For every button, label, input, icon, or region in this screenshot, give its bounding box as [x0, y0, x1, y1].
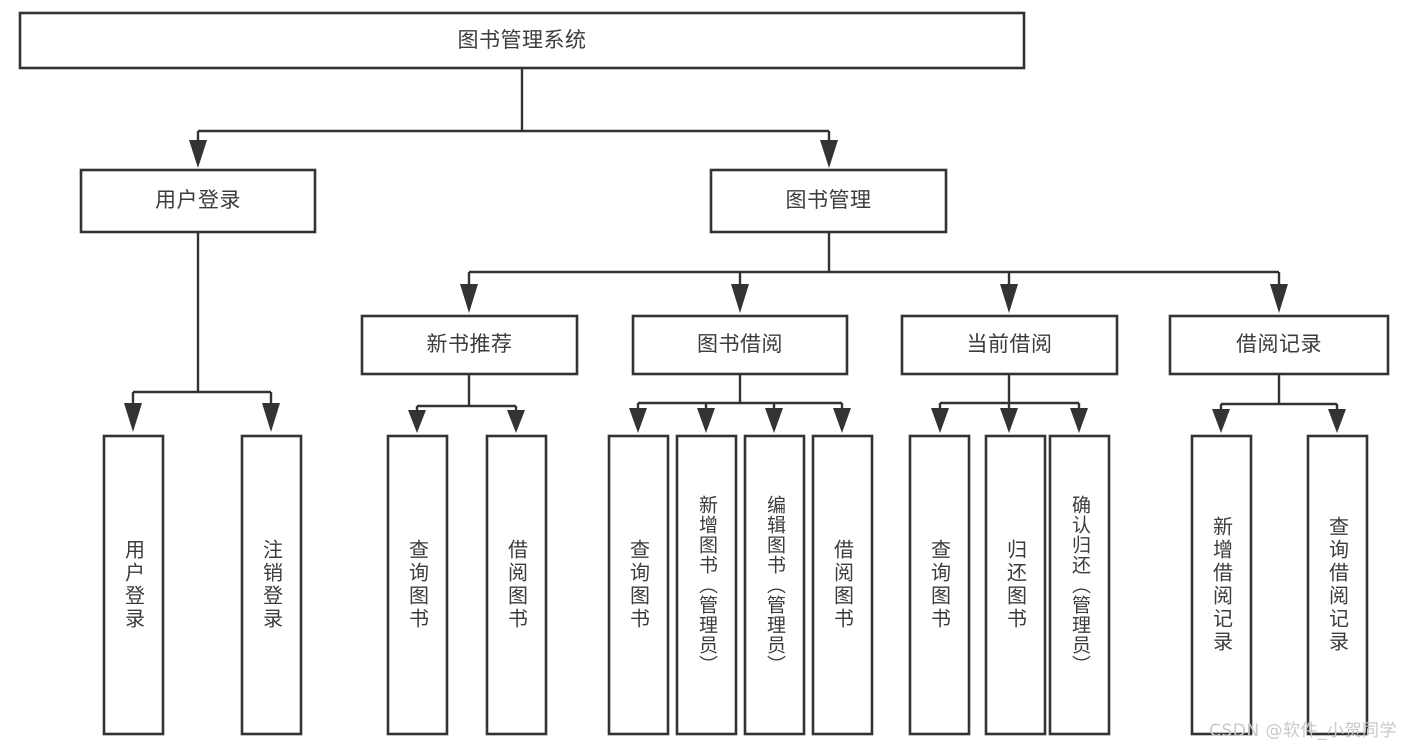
arrow-head-leaf-record-query — [1328, 409, 1346, 433]
arrow-head-leaf-current-confirm-return — [1070, 408, 1088, 433]
node-box-leaf-borrow-query-book[interactable] — [607, 434, 670, 736]
arrow-head-leaf-borrow-edit-book — [765, 408, 783, 433]
node-box-leaf-user-logout[interactable] — [240, 434, 303, 736]
arrow-head-user-login — [189, 140, 207, 168]
node-box-root[interactable] — [18, 11, 1026, 70]
node-box-leaf-recommend-borrow-book[interactable] — [485, 434, 548, 736]
arrow-head-leaf-recommend-borrow-book — [507, 410, 525, 433]
node-box-layer — [18, 11, 1390, 736]
arrow-head-leaf-record-add — [1212, 409, 1230, 433]
node-box-borrow-record[interactable] — [1168, 314, 1390, 376]
arrow-head-current-borrow — [1000, 284, 1018, 313]
node-box-leaf-user-login[interactable] — [102, 434, 165, 736]
node-box-leaf-borrow-borrow-book[interactable] — [811, 434, 874, 736]
arrow-head-book-borrow — [731, 284, 749, 313]
arrow-head-leaf-recommend-query-book — [408, 410, 426, 433]
arrow-head-borrow-record — [1270, 284, 1288, 313]
node-box-leaf-borrow-edit-book[interactable] — [743, 434, 806, 736]
arrow-head-leaf-user-login — [124, 403, 142, 432]
node-box-leaf-record-query[interactable] — [1306, 434, 1369, 736]
node-box-leaf-recommend-query-book[interactable] — [386, 434, 449, 736]
node-box-book-borrow[interactable] — [631, 314, 849, 376]
arrow-head-leaf-current-return-book — [1000, 408, 1018, 433]
arrow-head-leaf-user-logout — [262, 403, 280, 432]
node-box-user-login[interactable] — [79, 168, 317, 234]
arrow-head-leaf-current-query-book — [931, 408, 949, 433]
node-box-new-book-recommend[interactable] — [360, 314, 579, 376]
node-box-current-borrow[interactable] — [900, 314, 1119, 376]
node-box-leaf-current-confirm-return[interactable] — [1048, 434, 1111, 736]
arrow-head-leaf-borrow-query-book — [629, 408, 647, 433]
node-box-leaf-record-add[interactable] — [1190, 434, 1253, 736]
arrow-head-leaf-borrow-add-book — [697, 408, 715, 433]
connector-layer — [124, 68, 1346, 433]
arrow-head-leaf-borrow-borrow-book — [833, 408, 851, 433]
arrow-head-new-book-recommend — [460, 284, 478, 313]
node-box-leaf-borrow-add-book[interactable] — [675, 434, 738, 736]
csdn-watermark: CSDN @软件_小贺同学 — [1209, 721, 1397, 741]
node-box-leaf-current-return-book[interactable] — [984, 434, 1047, 736]
node-box-book-manage[interactable] — [709, 168, 948, 234]
node-box-leaf-current-query-book[interactable] — [908, 434, 971, 736]
arrow-head-book-manage — [820, 140, 838, 168]
